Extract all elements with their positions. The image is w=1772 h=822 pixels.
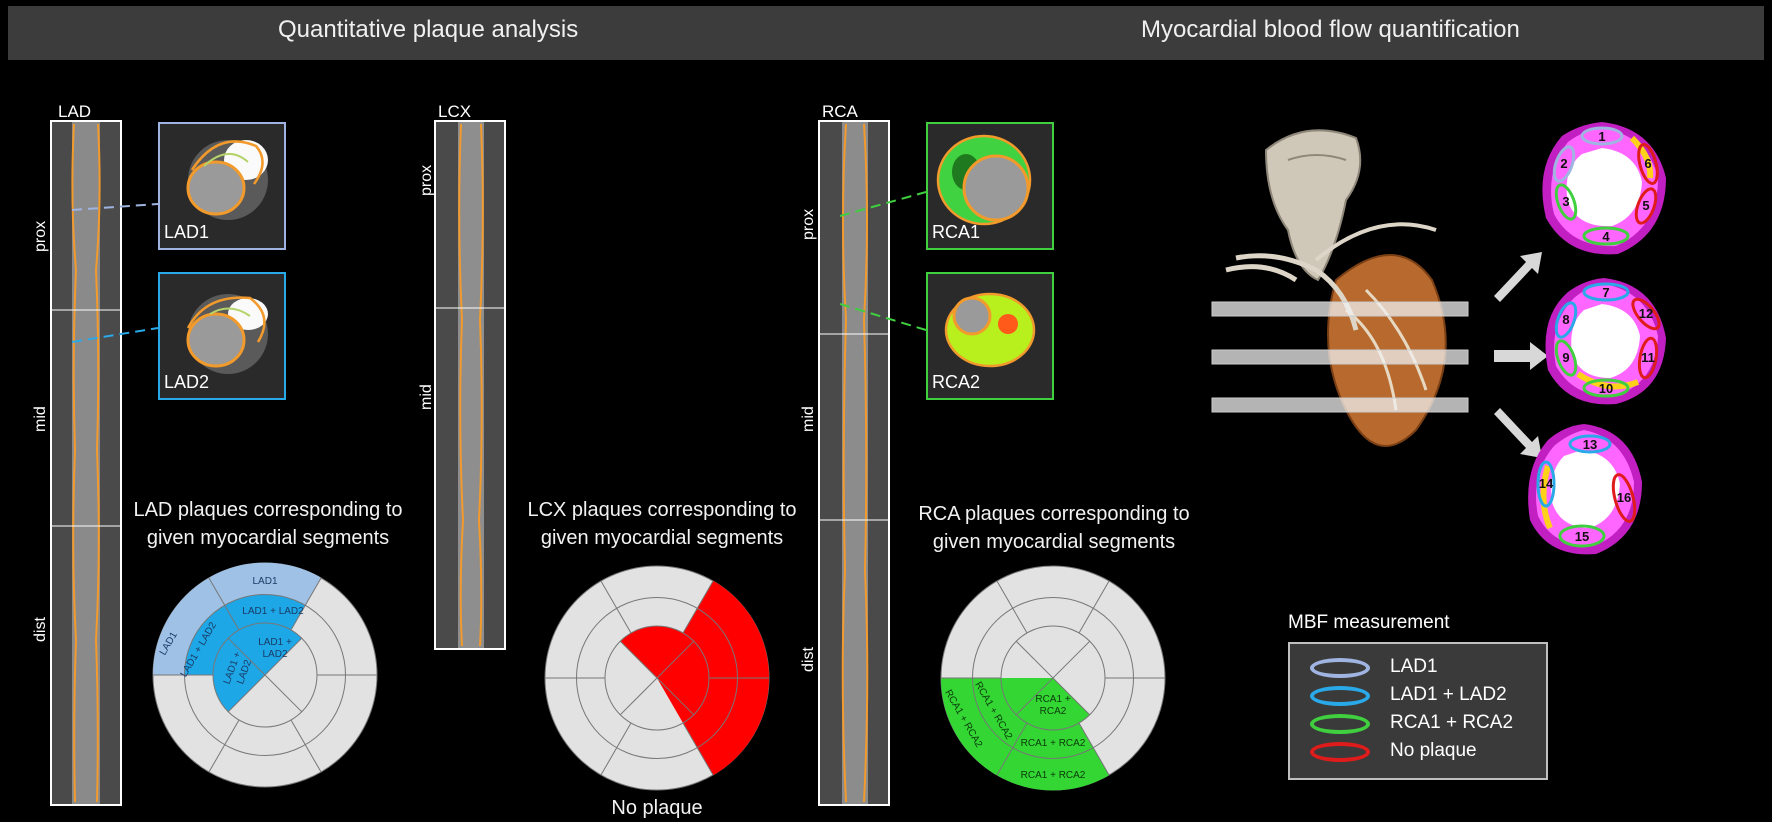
rca-bullseye-caption: RCA plaques corresponding to given myoca… [904,500,1204,556]
mbf-seg-3: 3 [1562,194,1569,209]
rca-seg-apex-label-1: RCA1 + [1035,694,1070,705]
lad-seg-mid-top-label: LAD1 + LAD2 [242,606,304,617]
lad-seg-inner-top-label-1: LAD1 + [258,637,292,648]
mbf-seg-14: 14 [1539,476,1554,491]
rca-crosssection-connectors [840,120,940,360]
lad2-crosssection-label: LAD2 [164,372,209,392]
rca1-crosssection: RCA1 [926,122,1054,250]
lad-seg-inner-top-label-2: LAD2 [262,649,287,660]
mbf-seg-2: 2 [1560,156,1567,171]
mbf-seg-1: 1 [1598,129,1605,144]
plaque-analysis-title: Quantitative plaque analysis [278,16,578,44]
mbf-seg-5: 5 [1642,198,1649,213]
lad-dist-label: dist [32,617,50,642]
mbf-seg-6: 6 [1644,156,1651,171]
lcx-no-plaque-label: No plaque [562,794,752,822]
rca-mid-label: mid [800,406,818,432]
lcx-bullseye [542,563,772,793]
legend-label-no-plaque: No plaque [1390,740,1477,762]
mbf-seg-4: 4 [1602,229,1610,244]
mbf-legend: LAD1 LAD1 + LAD2 RCA1 + RCA2 No plaque [1288,642,1548,780]
rca-bullseye: RCA1 + RCA2 RCA1 + RCA2 RCA1 + RCA2 RCA1… [938,563,1168,793]
mbf-seg-10: 10 [1599,381,1613,396]
header-bar: Quantitative plaque analysis Myocardial … [8,6,1764,60]
rca-dist-label: dist [800,647,818,672]
legend-ring-icon [1310,686,1370,706]
lad-label: LAD [58,102,91,122]
lad-prox-label: prox [32,221,50,252]
lad2-crosssection: LAD2 [158,272,286,400]
rca1-crosssection-label: RCA1 [932,222,980,242]
lad-bullseye-caption: LAD plaques corresponding to given myoca… [118,496,418,552]
mbf-slice-basal: 1 2 3 4 5 6 [1532,118,1672,260]
rca-seg-mid-label: RCA1 + RCA2 [1021,738,1086,749]
legend-label-lad1-lad2: LAD1 + LAD2 [1390,684,1507,706]
legend-ring-icon [1310,714,1370,734]
rca-caption-line2: given myocardial segments [904,528,1204,556]
lcx-label: LCX [438,102,471,122]
rca-seg-outer-label: RCA1 + RCA2 [1021,770,1086,781]
legend-label-lad1: LAD1 [1390,656,1438,678]
rca2-crosssection-label: RCA2 [932,372,980,392]
lad-caption-line2: given myocardial segments [118,524,418,552]
mbf-slice-mid: 7 8 9 10 11 12 [1538,274,1672,410]
mbf-seg-11: 11 [1641,350,1655,365]
lad-caption-line1: LAD plaques corresponding to [118,496,418,524]
lad1-crosssection-label: LAD1 [164,222,209,242]
mbf-legend-title: MBF measurement [1288,612,1450,634]
mbf-seg-15: 15 [1575,529,1589,544]
lad-seg-outer-label: LAD1 [252,576,277,587]
mbf-quantification-title: Myocardial blood flow quantification [1141,16,1520,44]
rca-label: RCA [822,102,858,122]
rca-prox-label: prox [800,209,818,240]
lcx-bullseye-caption: LCX plaques corresponding to given myoca… [512,496,812,552]
lcx-vessel-image [434,120,506,650]
mbf-seg-7: 7 [1602,285,1609,300]
lad-bullseye: LAD1 LAD1 + LAD2 LAD1 + LAD2 LAD1 LAD1 +… [150,560,380,790]
mbf-seg-12: 12 [1639,306,1653,321]
lcx-prox-label: prox [418,165,436,196]
lad1-crosssection: LAD1 [158,122,286,250]
rca2-crosssection: RCA2 [926,272,1054,400]
slice-planes [1210,300,1470,420]
mbf-seg-16: 16 [1617,490,1631,505]
legend-ring-icon [1310,742,1370,762]
lcx-caption-line2: given myocardial segments [512,524,812,552]
mbf-seg-9: 9 [1562,350,1569,365]
legend-label-rca1-rca2: RCA1 + RCA2 [1390,712,1513,734]
lcx-caption-line1: LCX plaques corresponding to [512,496,812,524]
rca-caption-line1: RCA plaques corresponding to [904,500,1204,528]
mbf-slice-apical: 13 14 15 16 [1520,420,1652,562]
mbf-seg-13: 13 [1583,437,1597,452]
rca-seg-apex-label-2: RCA2 [1040,706,1067,717]
mbf-seg-8: 8 [1562,312,1569,327]
legend-ring-icon [1310,658,1370,678]
lcx-mid-label: mid [418,384,436,410]
lad-mid-label: mid [32,406,50,432]
